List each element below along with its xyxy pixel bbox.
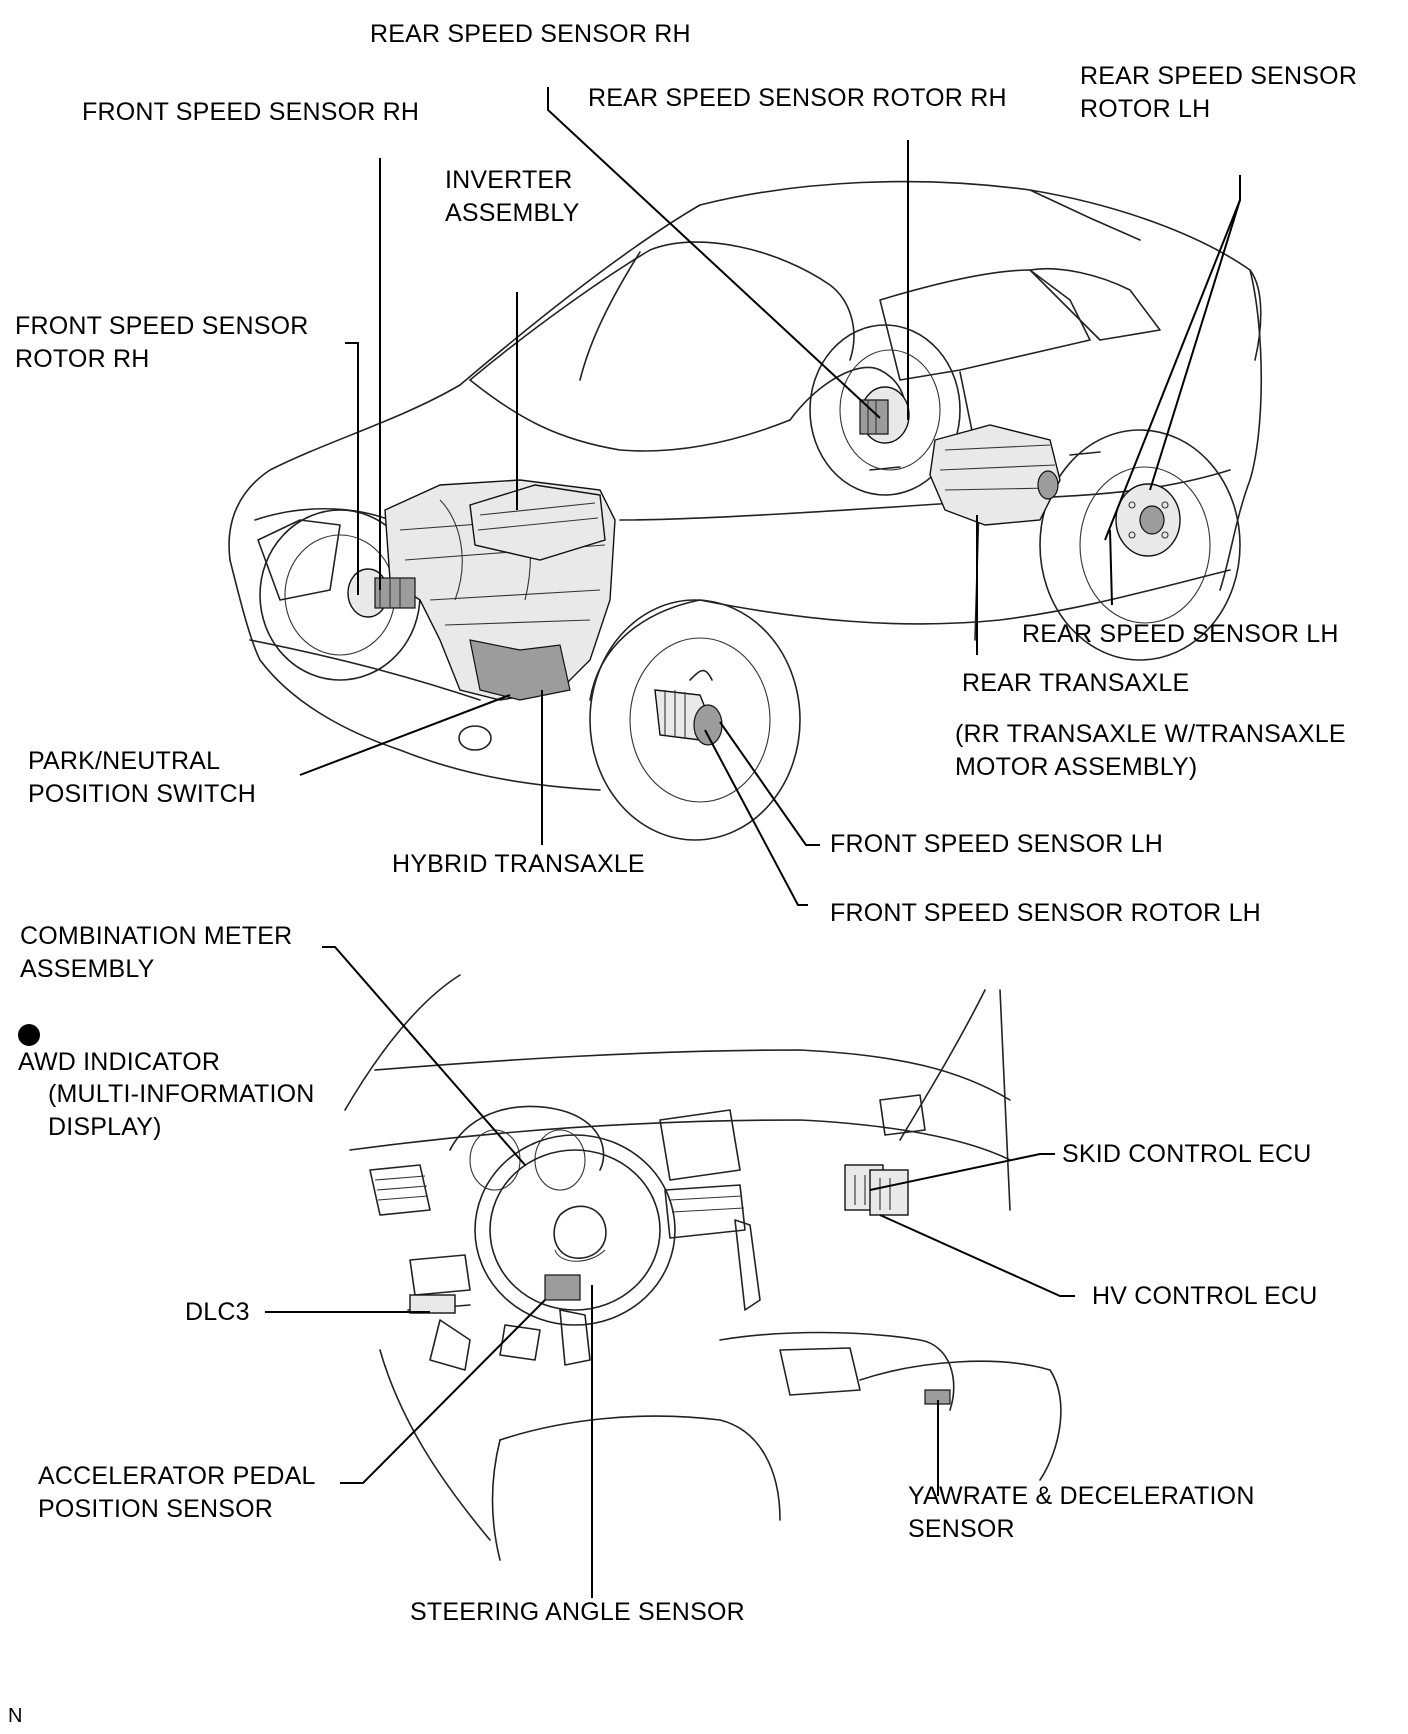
label-line: REAR SPEED SENSOR RH [370, 20, 691, 48]
label-rear-speed-sensor-rotor-lh: REAR SPEED SENSOR ROTOR LH [1080, 60, 1357, 126]
label-line: ROTOR LH [1080, 95, 1211, 123]
label-line: DLC3 [185, 1298, 250, 1326]
label-rear-speed-sensor-rh: REAR SPEED SENSOR RH [370, 18, 691, 51]
label-line: FRONT SPEED SENSOR ROTOR LH [830, 899, 1261, 927]
rear-transaxle-part [929, 424, 1061, 526]
label-line: SENSOR [908, 1515, 1015, 1543]
label-line: ACCELERATOR PEDAL [38, 1462, 316, 1490]
label-line: FRONT SPEED SENSOR RH [82, 98, 420, 126]
label-front-speed-sensor-rh: FRONT SPEED SENSOR RH [82, 96, 419, 129]
label-yawrate-deceleration-sensor: YAWRATE & DECELERATION SENSOR [908, 1480, 1255, 1546]
label-rear-transaxle: REAR TRANSAXLE [962, 667, 1189, 700]
label-line: HV CONTROL ECU [1092, 1282, 1318, 1310]
label-line: COMBINATION METER [20, 922, 293, 950]
rear-lh-speed-sensor-part [1115, 483, 1181, 557]
label-front-speed-sensor-rotor-rh: FRONT SPEED SENSOR ROTOR RH [15, 310, 308, 376]
car-body-outline [228, 180, 1262, 791]
front-left-wheel [589, 599, 801, 841]
label-rear-speed-sensor-lh: REAR SPEED SENSOR LH [1022, 618, 1339, 651]
label-line: POSITION SENSOR [38, 1495, 273, 1523]
label-rr-transaxle-note: (RR TRANSAXLE W/TRANSAXLE MOTOR ASSEMBLY… [955, 718, 1346, 784]
front-lh-speed-sensor-part [654, 669, 723, 746]
label-front-speed-sensor-rotor-lh: FRONT SPEED SENSOR ROTOR LH [830, 897, 1261, 930]
rear-left-wheel [1039, 429, 1241, 661]
label-line: REAR SPEED SENSOR LH [1022, 620, 1339, 648]
label-line: ROTOR RH [15, 345, 150, 373]
label-inverter-assembly: INVERTER ASSEMBLY [445, 164, 580, 230]
label-front-speed-sensor-lh: FRONT SPEED SENSOR LH [830, 828, 1163, 861]
label-line: REAR TRANSAXLE [962, 669, 1190, 697]
label-line: MOTOR ASSEMBLY) [955, 753, 1198, 781]
label-park-neutral-position-switch: PARK/NEUTRAL POSITION SWITCH [28, 745, 256, 811]
interior-outline [344, 974, 1062, 1561]
bullet-dot-icon [18, 1024, 40, 1046]
label-line: INVERTER [445, 166, 573, 194]
label-line: REAR SPEED SENSOR ROTOR RH [588, 84, 1007, 112]
label-line: (RR TRANSAXLE W/TRANSAXLE [955, 720, 1346, 748]
label-line: POSITION SWITCH [28, 780, 256, 808]
label-rear-speed-sensor-rotor-rh: REAR SPEED SENSOR ROTOR RH [588, 82, 1007, 115]
label-hv-control-ecu: HV CONTROL ECU [1092, 1280, 1318, 1313]
label-line: (MULTI-INFORMATION [48, 1080, 315, 1108]
rear-right-wheel [809, 324, 961, 496]
label-skid-control-ecu: SKID CONTROL ECU [1062, 1138, 1312, 1171]
label-steering-angle-sensor: STEERING ANGLE SENSOR [410, 1596, 745, 1629]
label-accelerator-pedal-position-sensor: ACCELERATOR PEDAL POSITION SENSOR [38, 1460, 316, 1526]
engine-hybrid-transaxle [384, 479, 616, 701]
label-line: PARK/NEUTRAL [28, 747, 221, 775]
label-line: SKID CONTROL ECU [1062, 1140, 1312, 1168]
label-line: ASSEMBLY [20, 955, 155, 983]
label-dlc3: DLC3 [185, 1296, 250, 1329]
label-line: FRONT SPEED SENSOR [15, 312, 309, 340]
rear-rh-speed-sensor-part [859, 386, 910, 444]
label-line: HYBRID TRANSAXLE [392, 850, 645, 878]
figure-id: N [8, 1705, 23, 1727]
label-multi-information-display: (MULTI-INFORMATION DISPLAY) [48, 1078, 315, 1144]
label-line: DISPLAY) [48, 1113, 162, 1141]
leader-lines [265, 87, 1241, 1598]
label-line: ASSEMBLY [445, 199, 580, 227]
label-line: REAR SPEED SENSOR [1080, 62, 1358, 90]
label-awd-indicator: AWD INDICATOR [18, 1024, 220, 1079]
label-line: FRONT SPEED SENSOR LH [830, 830, 1163, 858]
label-line: STEERING ANGLE SENSOR [410, 1598, 745, 1626]
label-combination-meter-assembly: COMBINATION METER ASSEMBLY [20, 920, 292, 986]
label-line: AWD INDICATOR [18, 1048, 221, 1076]
label-hybrid-transaxle: HYBRID TRANSAXLE [392, 848, 645, 881]
label-line: YAWRATE & DECELERATION [908, 1482, 1255, 1510]
